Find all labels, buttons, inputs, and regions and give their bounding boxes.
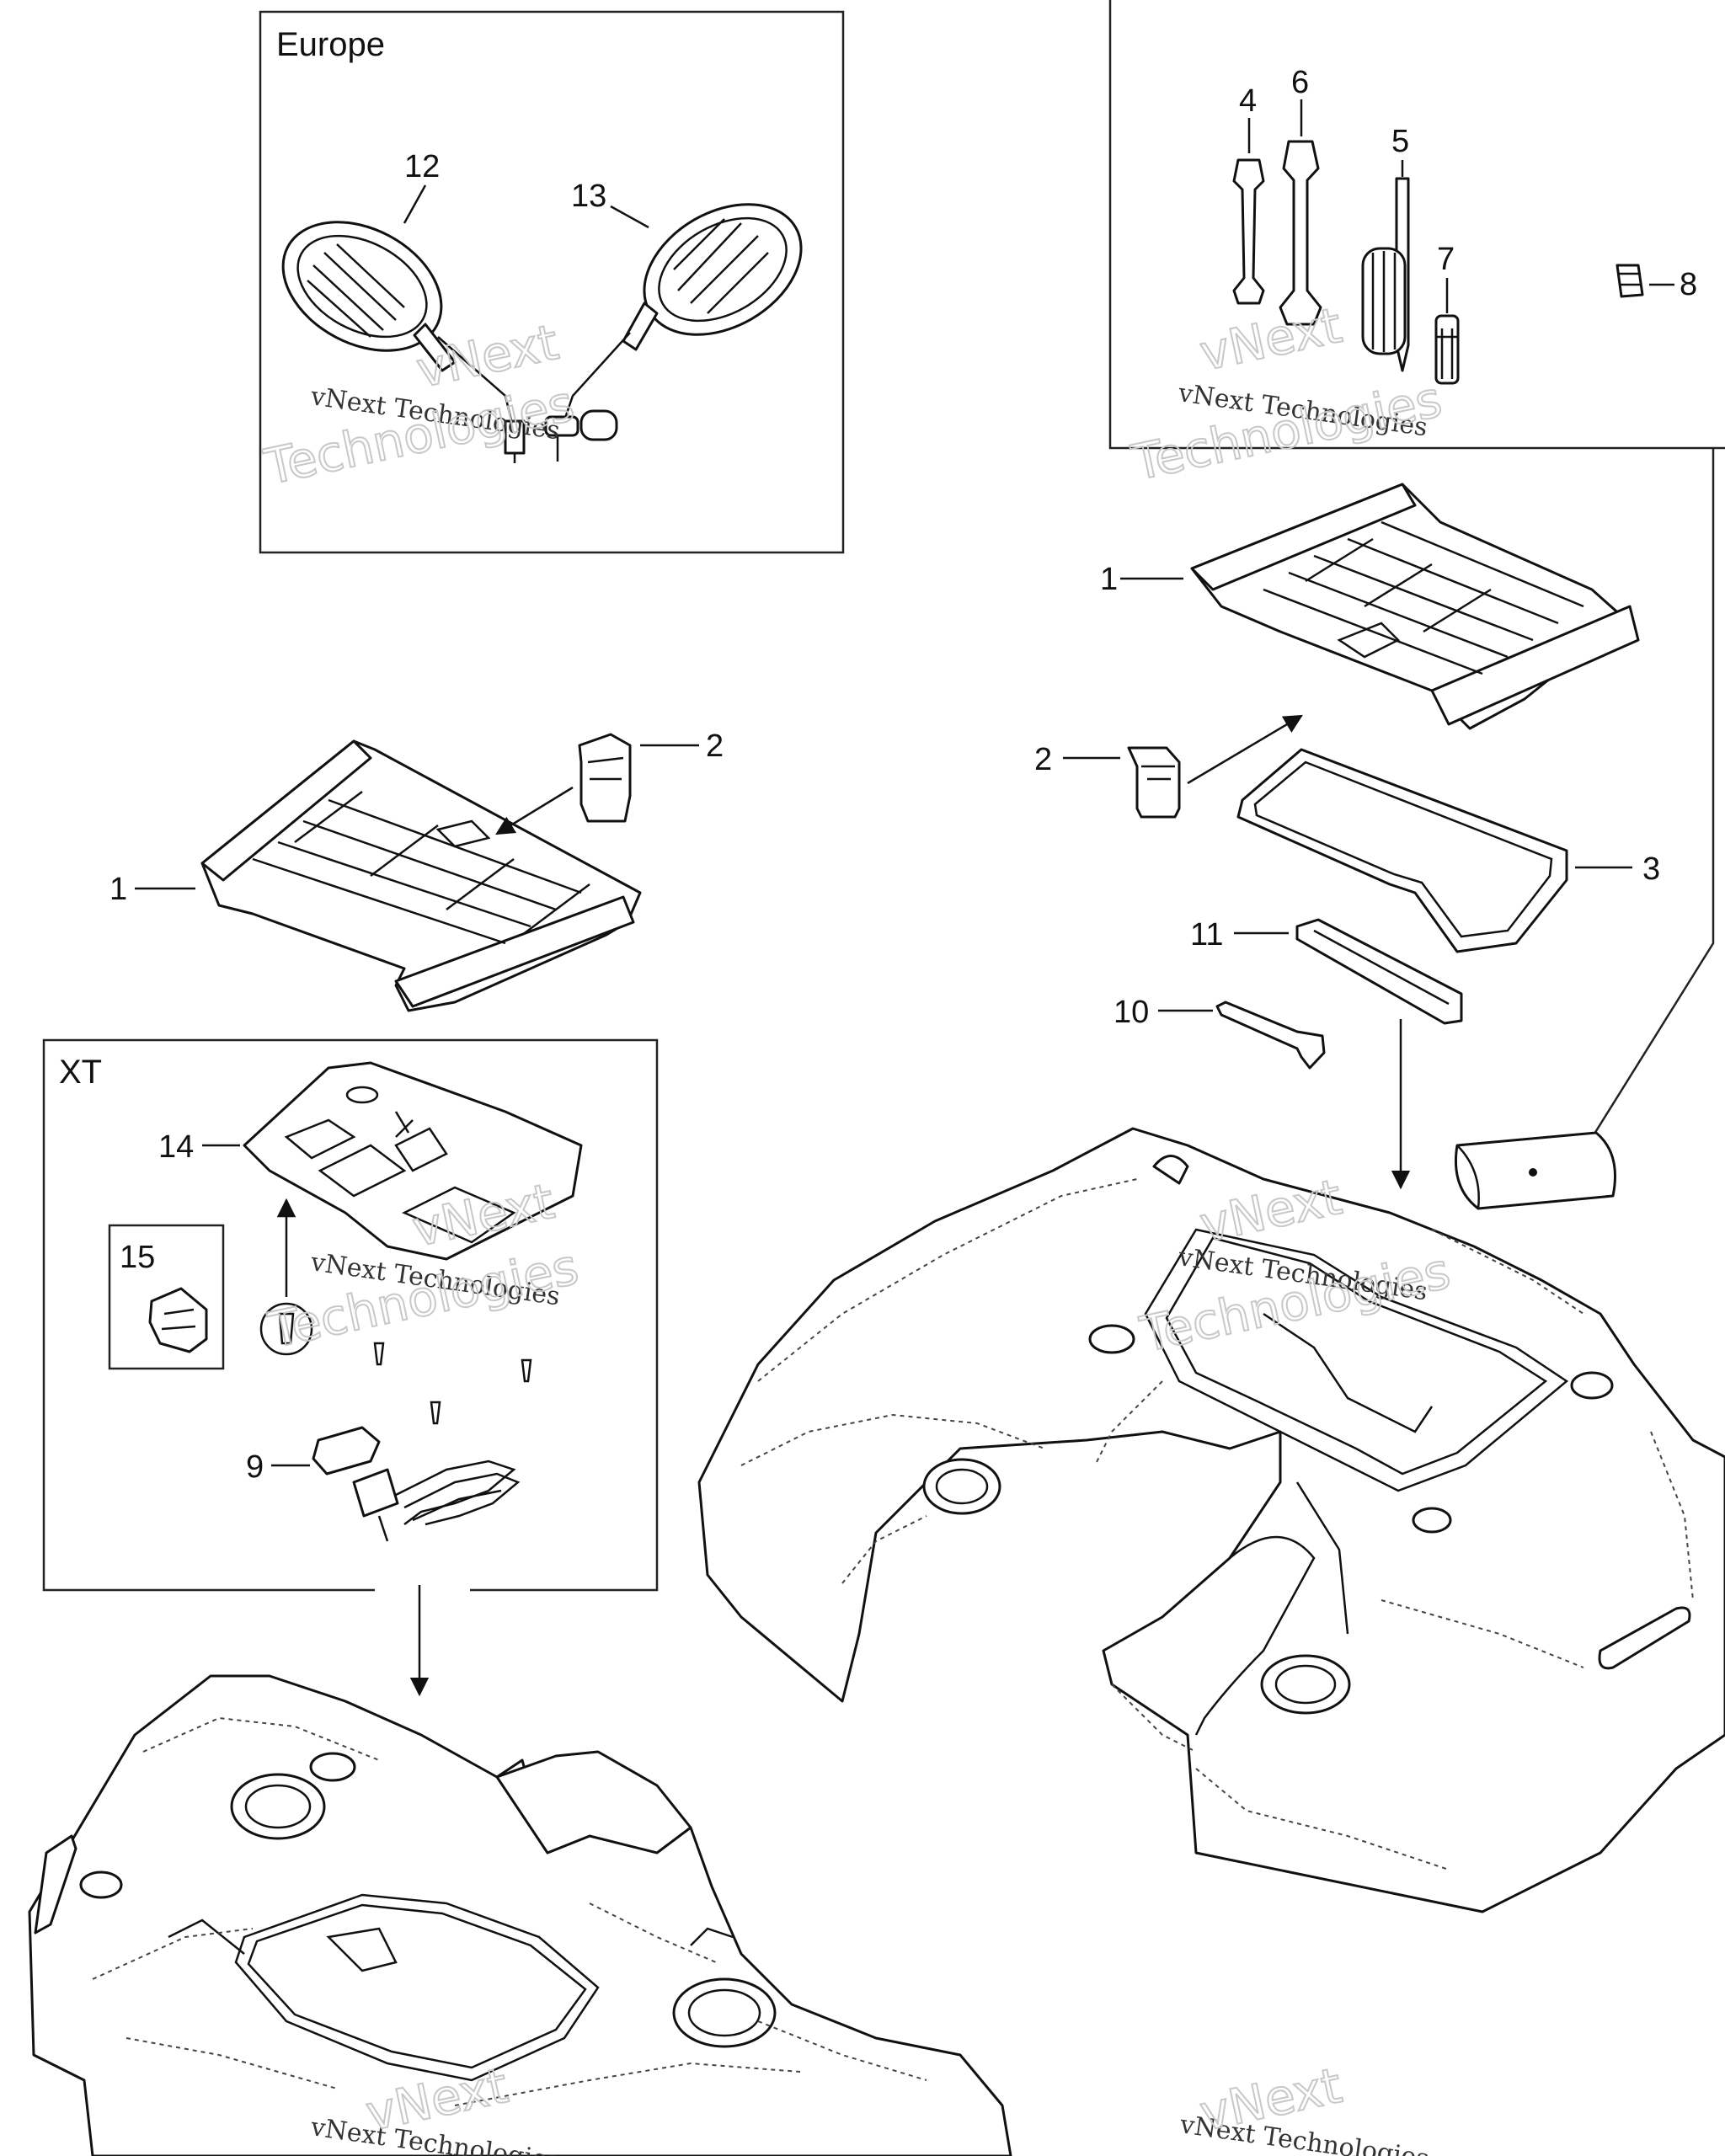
xt-box-group: XT 14 15 9	[42, 1038, 659, 1592]
retainer-clip-part[interactable]	[148, 1287, 208, 1353]
callout-7: 7	[1437, 242, 1455, 277]
europe-box-label: Europe	[276, 26, 385, 63]
watermark-outline: vNext	[1195, 296, 1347, 382]
callout-4: 4	[1239, 83, 1257, 119]
europe-mirrors-group: Europe 12 13 vNext Technologies Tech	[259, 10, 845, 554]
wrench-large-part[interactable]	[1279, 140, 1322, 326]
clip-bracket-left-part[interactable]	[578, 733, 632, 823]
xt-subbox-frame	[108, 1224, 225, 1370]
mounting-plate-part[interactable]	[243, 1061, 583, 1261]
callout-1-left: 1	[109, 872, 127, 907]
callout-15: 15	[120, 1240, 155, 1275]
callout-5: 5	[1391, 124, 1409, 159]
callout-11: 11	[1190, 917, 1223, 953]
mirror-left-part[interactable]	[261, 196, 526, 463]
right-rack-group: 1 2 3 11 10	[1034, 483, 1660, 1210]
rear-fender-right-part[interactable]	[697, 1127, 1725, 1913]
wrench-small-part[interactable]	[1232, 158, 1265, 305]
callout-2-left: 2	[706, 728, 724, 764]
mirror-right-part[interactable]	[544, 178, 825, 462]
left-rack-group: 1 2	[109, 728, 724, 1012]
watermark-outline: Technologies	[1127, 371, 1447, 492]
screwdriver-part[interactable]	[1361, 177, 1410, 372]
callout-8: 8	[1680, 267, 1697, 302]
callout-2-right: 2	[1034, 742, 1052, 777]
callout-13: 13	[571, 179, 606, 214]
socket-tool-part[interactable]	[1434, 314, 1460, 385]
callout-14: 14	[158, 1129, 194, 1165]
rear-fender-left-part[interactable]	[28, 1674, 1012, 2156]
callout-3: 3	[1642, 851, 1660, 887]
storage-bag-part[interactable]	[1454, 1131, 1616, 1210]
rear-rack-right-part[interactable]	[1190, 483, 1640, 730]
spanner-key-part[interactable]	[1215, 1001, 1326, 1070]
xt-box-label: XT	[59, 1054, 102, 1091]
watermark-outline: Technologies	[259, 375, 579, 496]
gasket-seal-part[interactable]	[1236, 748, 1568, 953]
latch-bar-part[interactable]	[1295, 918, 1463, 1025]
xt-box-frame	[42, 1038, 659, 1592]
fuse-clip-part[interactable]	[1616, 264, 1644, 298]
callout-10: 10	[1114, 995, 1149, 1030]
tool-kit-frame	[1108, 0, 1725, 450]
callout-9: 9	[246, 1449, 264, 1485]
callout-6: 6	[1291, 65, 1309, 100]
clip-bracket-right-part[interactable]	[1127, 746, 1181, 819]
callout-12: 12	[404, 149, 440, 184]
callout-1-right: 1	[1100, 562, 1118, 597]
tool-kit-group: 4 6 5 7 8 vNext Technologies Techno	[1108, 0, 1725, 1159]
europe-box-frame	[259, 10, 845, 554]
wiring-harness-part[interactable]	[312, 1426, 521, 1542]
rear-rack-left-part[interactable]	[200, 739, 642, 1012]
